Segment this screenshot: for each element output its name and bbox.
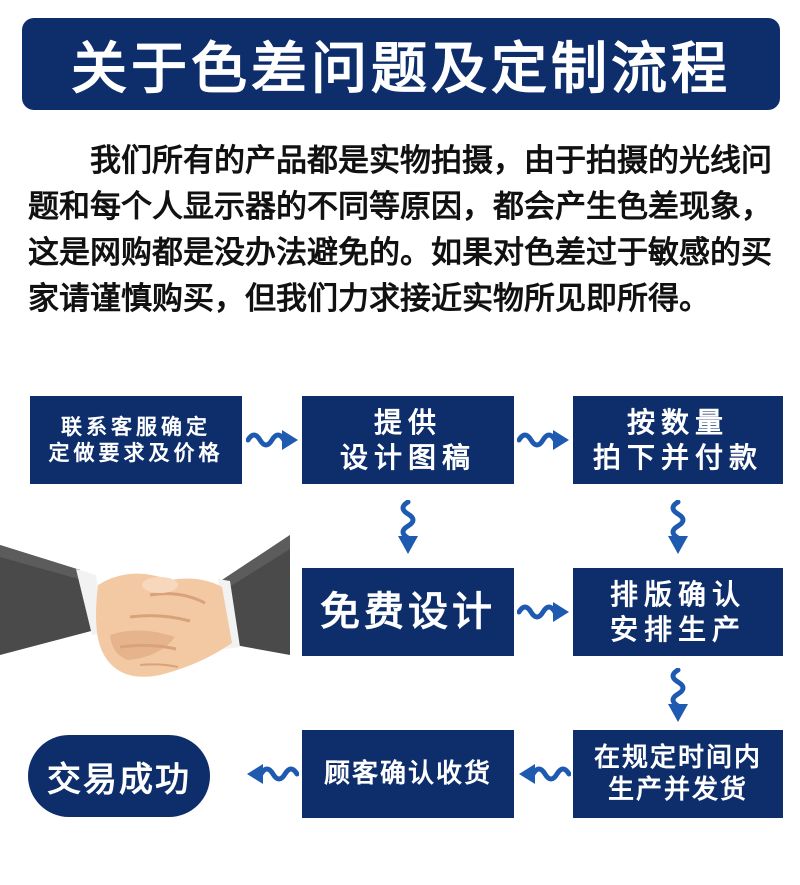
step-produce-ship-line1: 在规定时间内 xyxy=(593,742,762,773)
step-free-design: 免费设计 xyxy=(302,568,514,656)
step-contact-service: 联系客服确定 定做要求及价格 xyxy=(30,396,242,484)
wavy-arrow-icon xyxy=(247,764,299,784)
wavy-arrow-icon xyxy=(246,430,298,450)
step-confirm-layout-line1: 排版确认 xyxy=(609,578,746,611)
step-contact-line1: 联系客服确定 xyxy=(61,414,211,439)
wavy-arrow-icon xyxy=(519,764,571,784)
step-confirm-receipt: 顾客确认收货 xyxy=(302,730,514,818)
wavy-arrow-icon xyxy=(517,602,569,622)
wavy-arrow-icon xyxy=(668,500,688,554)
step-produce-ship-line2: 生产并发货 xyxy=(607,775,748,805)
step-contact-line2: 定做要求及价格 xyxy=(48,441,224,465)
step-confirm-layout-line2: 安排生产 xyxy=(609,613,746,646)
step-confirm-receipt-line1: 顾客确认收货 xyxy=(323,758,492,789)
page-title: 关于色差问题及定制流程 xyxy=(71,36,731,102)
wavy-arrow-icon xyxy=(398,500,418,554)
step-place-order-line1: 按数量 xyxy=(626,406,729,439)
step-success: 交易成功 xyxy=(28,735,210,817)
intro-paragraph: 我们所有的产品都是实物拍摄，由于拍摄的光线问题和每个人显示器的不同等原因，都会产… xyxy=(28,143,772,317)
step-produce-ship: 在规定时间内 生产并发货 xyxy=(573,730,783,818)
step-confirm-layout: 排版确认 安排生产 xyxy=(573,568,783,656)
step-place-order-line2: 拍下并付款 xyxy=(592,441,763,474)
wavy-arrow-icon xyxy=(668,668,688,722)
step-design-draft-line1: 提供 xyxy=(373,406,442,439)
step-place-order: 按数量 拍下并付款 xyxy=(573,396,783,484)
step-design-draft: 提供 设计图稿 xyxy=(302,396,514,484)
step-free-design-line1: 免费设计 xyxy=(320,589,496,635)
wavy-arrow-icon xyxy=(517,430,569,450)
handshake-icon xyxy=(0,535,290,677)
step-design-draft-line2: 设计图稿 xyxy=(339,441,476,474)
title-banner: 关于色差问题及定制流程 xyxy=(22,18,780,110)
